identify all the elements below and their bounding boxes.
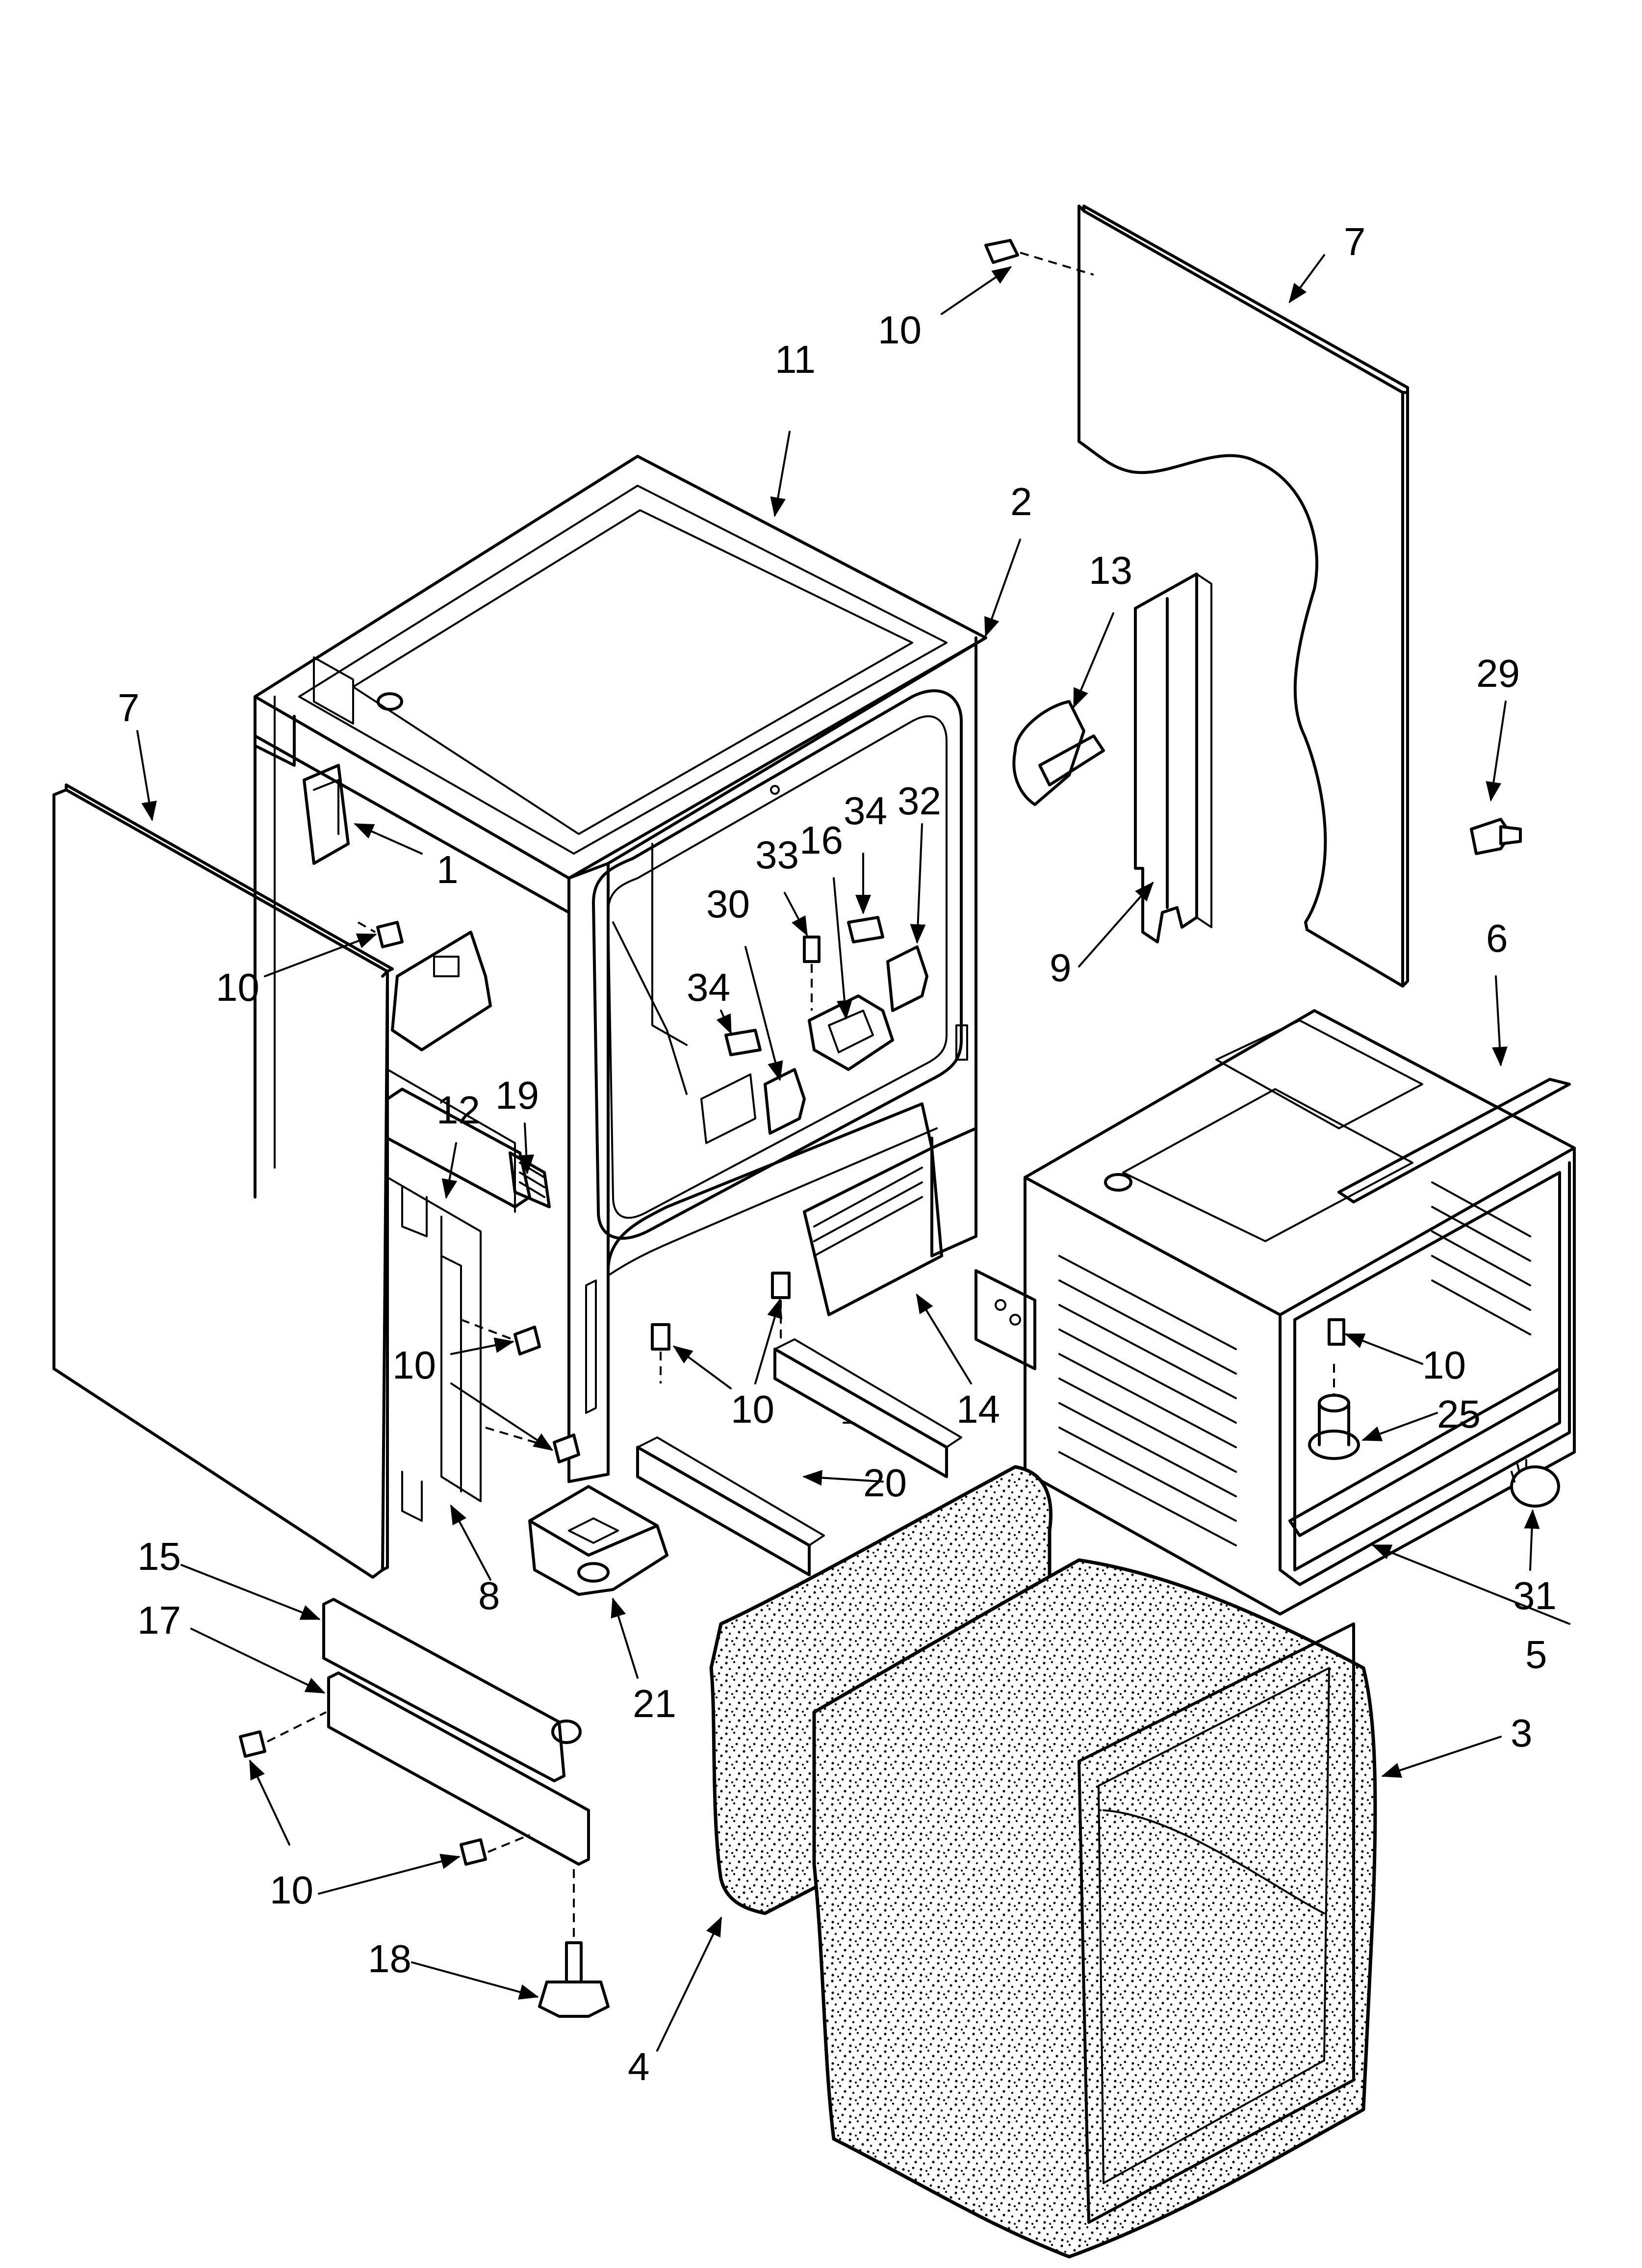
screw-part-33	[803, 936, 821, 1011]
callout-25: 25	[1437, 1392, 1481, 1436]
screw-part-10-mid-lower	[485, 1427, 580, 1463]
callout-10-bracket: 10	[731, 1387, 774, 1431]
inner-side-panel-part-8	[386, 1069, 516, 1522]
kickplate-bracket-part-17	[327, 1671, 590, 1866]
callout-34-a: 34	[844, 789, 887, 833]
callout-4: 4	[628, 2045, 650, 2088]
kickplate-bracket-part-15	[322, 1598, 582, 1782]
callout-15: 15	[137, 1535, 181, 1578]
callout-labels: 10 7 11 2 13 29 7 1 10 34 32 33 16 30 34…	[118, 220, 1557, 2088]
bottom-brace-part-20-front	[636, 1436, 825, 1576]
screw-part-10-left	[358, 921, 404, 948]
callout-10-oven: 10	[1422, 1343, 1466, 1387]
callout-10-bottom: 10	[270, 1868, 313, 1912]
terminal-block-part-30	[764, 1068, 806, 1135]
vertical-channel-part-9	[1134, 573, 1212, 943]
callout-10-mid: 10	[392, 1343, 436, 1387]
screw-part-10-bottom-a	[239, 1711, 327, 1758]
callout-10-top: 10	[878, 308, 922, 352]
callout-3: 3	[1511, 1711, 1533, 1755]
callout-34-b: 34	[687, 965, 730, 1009]
cabinet-frame-part-2	[254, 455, 987, 1483]
callout-32: 32	[898, 779, 941, 823]
callout-19: 19	[495, 1073, 539, 1117]
terminal-block-part-16	[808, 994, 894, 1071]
hinge-plate	[975, 1269, 1036, 1370]
callout-2: 2	[1010, 480, 1032, 523]
callout-5: 5	[1525, 1633, 1547, 1676]
callout-16: 16	[799, 818, 843, 862]
light-socket-part-25	[1308, 1364, 1360, 1460]
callout-11: 11	[775, 338, 816, 381]
screw-part-34-lower	[724, 1029, 762, 1056]
terminal-block-part-32	[886, 945, 928, 1012]
callout-17: 17	[137, 1598, 181, 1642]
light-cover-part-31	[1510, 1459, 1560, 1508]
screw-part-34-upper	[847, 916, 884, 943]
leader-lines	[136, 254, 1570, 2052]
callout-7-top: 7	[1344, 220, 1366, 263]
screw-part-10-mid-upper	[461, 1319, 541, 1356]
callout-13: 13	[1089, 548, 1132, 592]
callout-1: 1	[436, 848, 459, 891]
screw-part-10-bracket-a	[651, 1323, 670, 1383]
callout-30: 30	[706, 882, 750, 926]
callout-29: 29	[1476, 652, 1520, 695]
screw-part-10-top	[984, 239, 1094, 276]
oven-frame-part-5	[1058, 1078, 1571, 1586]
bracket-part-14	[803, 1147, 943, 1316]
leveling-leg-part-18	[538, 1869, 610, 2018]
callout-7-left: 7	[118, 686, 140, 730]
screw-part-10-bracket-b	[771, 1272, 791, 1344]
callout-20: 20	[863, 1461, 907, 1505]
callout-14: 14	[956, 1387, 1000, 1431]
callout-18: 18	[368, 1937, 411, 1981]
callout-21: 21	[633, 1682, 676, 1725]
callout-8: 8	[478, 1574, 500, 1617]
callout-10-left: 10	[216, 965, 259, 1009]
screw-part-10-bottom-b	[460, 1834, 530, 1866]
vent-duct-part-21	[528, 1485, 668, 1596]
callout-9: 9	[1050, 946, 1072, 990]
rear-panel-part-7	[1078, 205, 1409, 988]
wire-clip-part-13	[1012, 700, 1105, 806]
clip-part-1	[303, 764, 350, 865]
bottom-brace-part-20-rear	[773, 1338, 962, 1478]
side-bracket	[391, 931, 492, 1051]
callout-6: 6	[1486, 916, 1508, 960]
callout-31: 31	[1513, 1574, 1557, 1617]
insulation-part-3	[812, 1558, 1377, 2259]
callout-12: 12	[436, 1088, 480, 1132]
callout-33: 33	[755, 833, 799, 877]
screw-part-10-oven	[1328, 1318, 1345, 1346]
switch-part-29	[1470, 818, 1522, 855]
left-side-panel-part-7	[52, 783, 394, 1579]
